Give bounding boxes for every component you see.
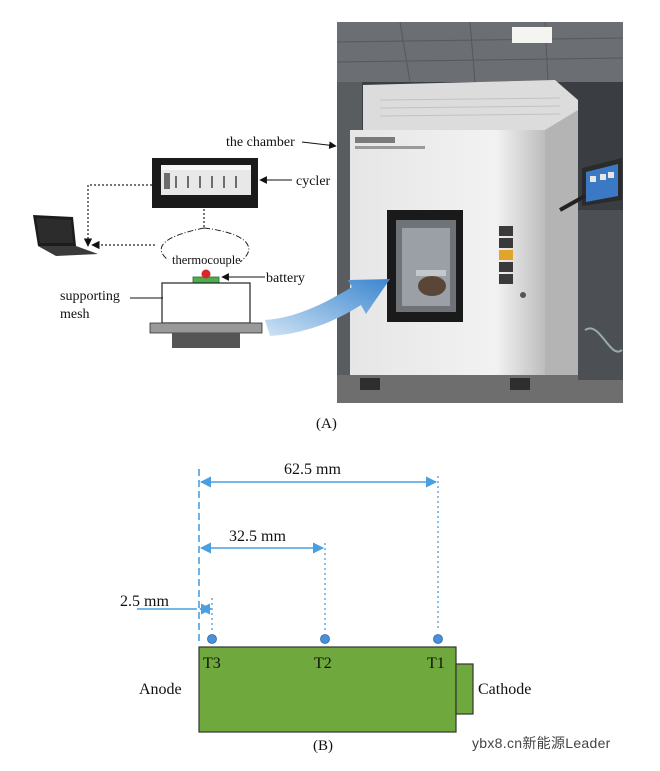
laptop-icon [33,215,98,256]
label-battery: battery [266,271,305,286]
label-anode: Anode [139,681,182,698]
label-chamber: the chamber [226,135,295,150]
chamber-photo [336,21,624,403]
brand-plate [355,137,395,143]
label-62-5mm: 62.5 mm [284,461,341,478]
supporting-mesh [161,282,251,324]
mesh-base [149,322,263,334]
label-32-5mm: 32.5 mm [229,528,286,545]
cathode-tab [455,663,474,715]
label-mesh: mesh [60,307,90,322]
cell-body [198,646,457,733]
sensor-t3-dot [207,634,217,644]
cycler-device [152,158,258,208]
label-cycler: cycler [296,174,331,189]
label-cathode: Cathode [478,681,531,698]
big-arrow-icon [265,279,390,336]
label-thermocouple: thermocouple [172,253,241,267]
dimension-guides [198,469,439,645]
sensor-t1-dot [433,634,443,644]
ceiling-light-icon [512,27,552,43]
thermocouple-wire [160,227,250,263]
sensor-t1-label: T1 [427,655,445,672]
label-supporting: supporting [60,289,120,304]
thermocouple-dot [201,269,211,279]
label-2-5mm: 2.5 mm [120,593,169,610]
sensor-t2-label: T2 [314,655,332,672]
watermark: ybx8.cn新能源Leader [472,735,611,751]
connection-lines [83,184,205,250]
caption-a: (A) [316,416,337,432]
warning-labels [499,226,513,284]
mesh-stand [172,333,240,348]
sensor-t2-dot [320,634,330,644]
sensor-t3-label: T3 [203,655,221,672]
caption-b: (B) [313,738,333,754]
